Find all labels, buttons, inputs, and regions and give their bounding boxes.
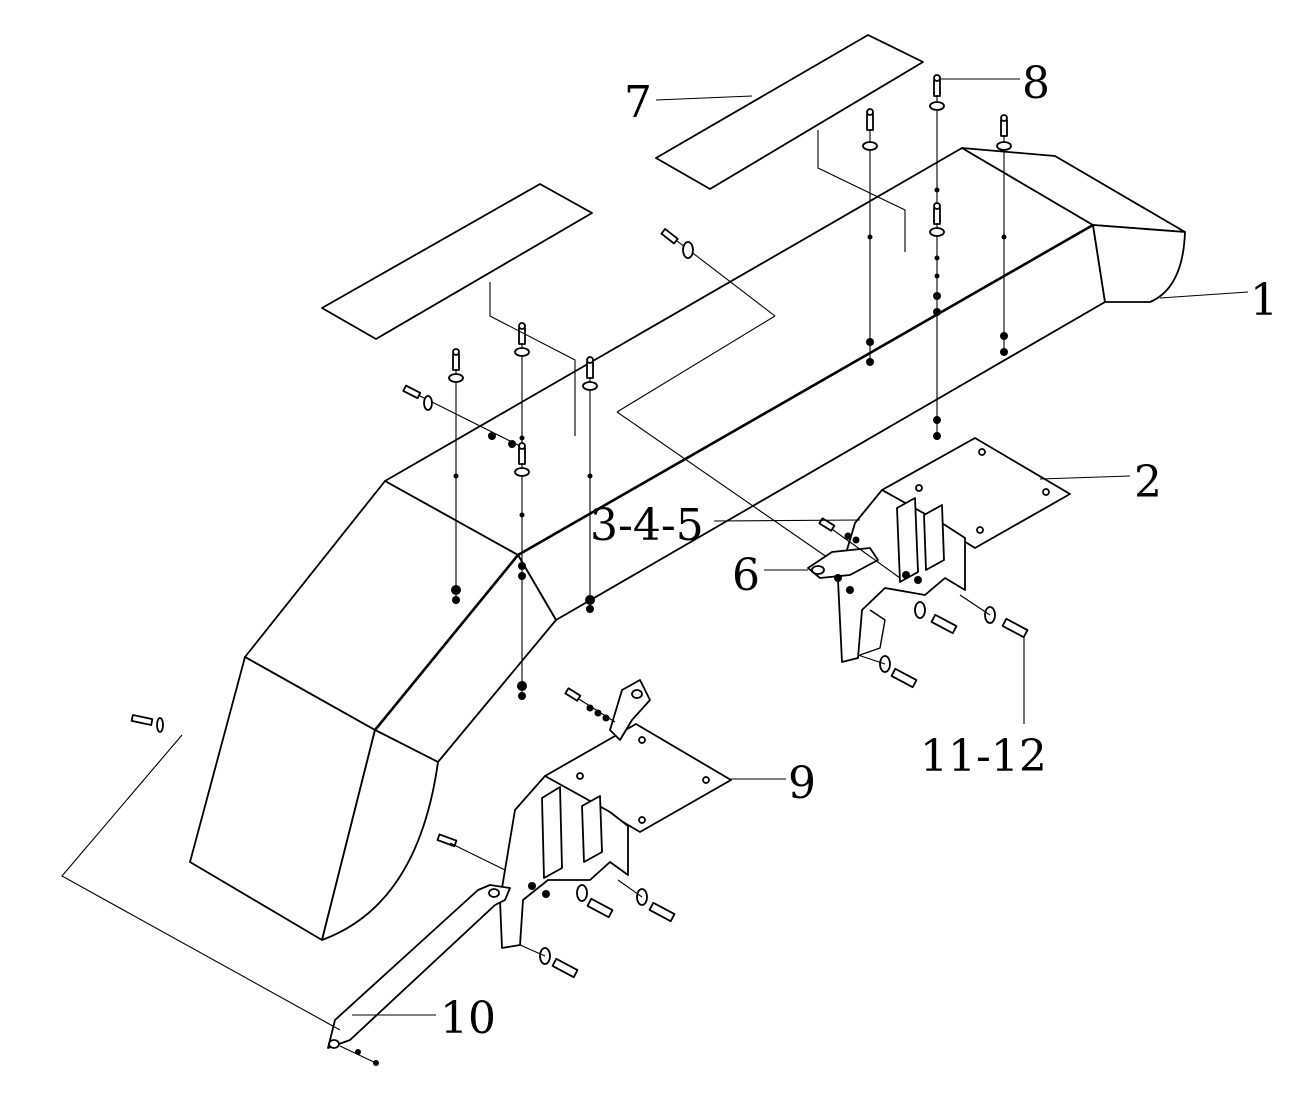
callout-1: 1 [1250,275,1278,326]
callout-3-4-5: 3-4-5 [590,500,704,551]
callout-8: 8 [1022,58,1050,109]
pad-leaders [489,130,906,436]
fender-body [189,147,1186,941]
pad-rear [655,34,924,190]
callout-10: 10 [440,993,496,1044]
callout-2: 2 [1134,457,1162,508]
callout-leaders [352,78,1249,1016]
rear-bracket [807,437,1071,689]
nut-dots [451,187,1008,700]
callout-9: 9 [788,758,816,809]
bolt-group [448,74,1012,477]
front-bracket [436,679,732,979]
pad-front [321,183,593,340]
strap [61,714,511,1066]
callout-6: 6 [732,550,760,601]
callout-11-12: 11-12 [920,731,1047,782]
callout-7: 7 [624,77,652,128]
side-bolts [402,228,835,563]
